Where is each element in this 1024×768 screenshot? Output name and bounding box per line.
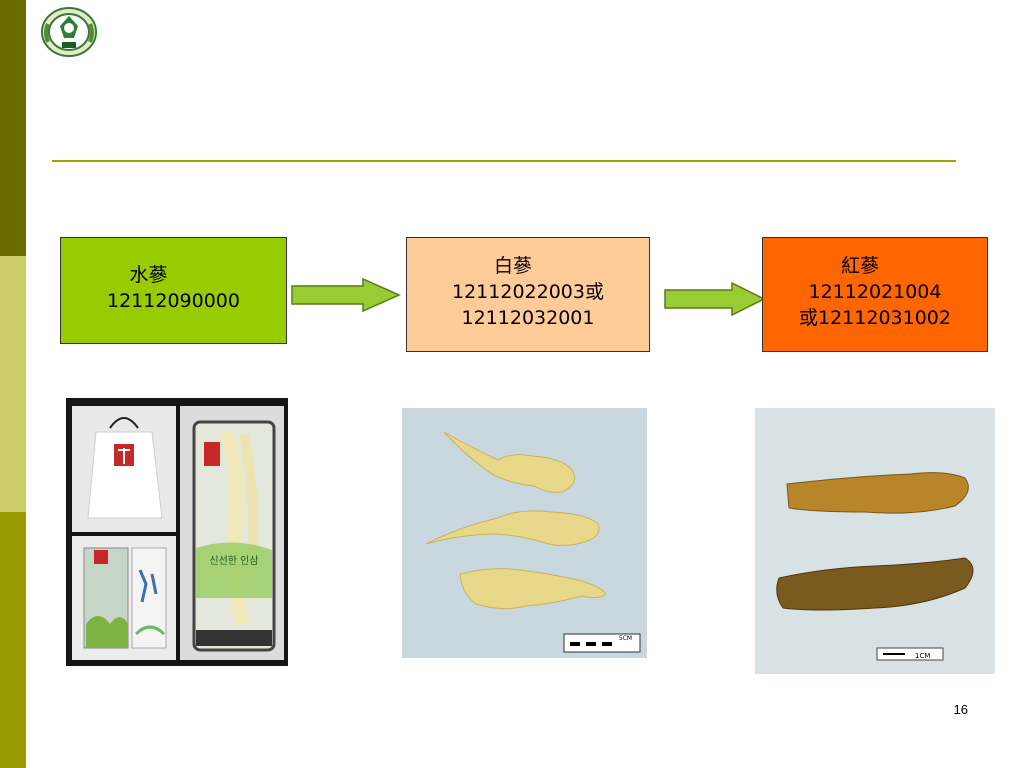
sidebar-segment-dark [0, 0, 26, 256]
red-scale-label: 1CM [915, 652, 930, 660]
water-ginseng-name: 水蔘 [129, 264, 168, 286]
sidebar-segment-mid [0, 512, 26, 768]
sidebar-segment-light [0, 256, 26, 512]
title-underline-rule [52, 160, 956, 162]
water-ginseng-code: 12112090000 [107, 290, 240, 312]
red-ginseng-box: 紅蔘 12112021004 或12112031002 [762, 237, 988, 352]
right-arrow-icon [664, 282, 766, 316]
water-ginseng-package-photo: 신선한 인삼 [66, 398, 288, 666]
white-ginseng-name: 白蔘 [493, 255, 532, 277]
white-ginseng-code-2: 12112032001 [461, 307, 595, 329]
page-number: 16 [953, 702, 968, 717]
left-sidebar-bar [0, 0, 26, 768]
red-ginseng-code-1: 12112021004 [808, 281, 942, 303]
white-ginseng-photo: 5CM [402, 408, 647, 658]
white-scale-label: 5CM [619, 635, 632, 642]
white-ginseng-box: 白蔘 12112022003或 12112032001 [406, 237, 650, 352]
red-ginseng-photo: 1CM [755, 408, 995, 674]
water-ginseng-box: 水蔘 12112090000 [60, 237, 287, 344]
red-ginseng-code-2: 或12112031002 [799, 307, 951, 329]
emblem-logo-icon [40, 6, 98, 58]
white-ginseng-code-1: 12112022003或 [452, 281, 604, 303]
package-label-text: 신선한 인삼 [209, 555, 258, 567]
right-arrow-icon [291, 278, 401, 312]
red-ginseng-name: 紅蔘 [840, 255, 879, 277]
